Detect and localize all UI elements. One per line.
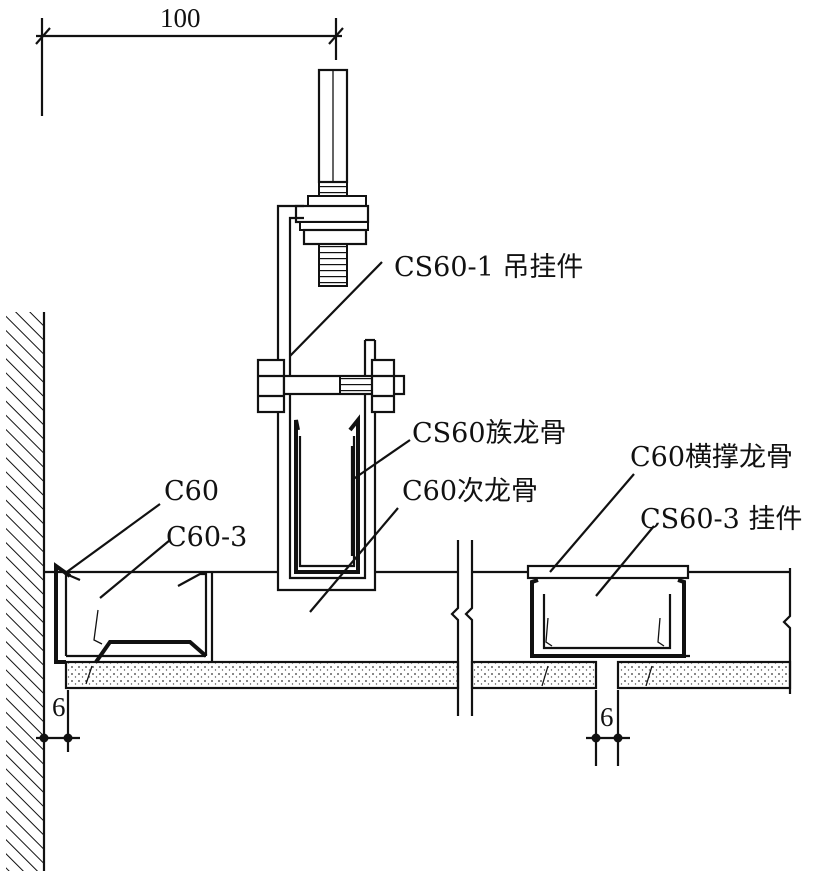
top-dimension — [35, 18, 344, 116]
bracket-bolt — [256, 358, 406, 414]
main-keel-label: CS60族龙骨 — [412, 418, 567, 449]
wall-gap-label: 6 — [52, 692, 66, 722]
gypsum-board — [64, 660, 792, 690]
cs60-main-keel — [294, 414, 360, 574]
leader-lines — [63, 261, 655, 613]
wall-gap-dimension — [36, 690, 80, 752]
top-dimension-label: 100 — [160, 3, 201, 33]
c60-edge-keel — [54, 562, 208, 685]
threaded-rod — [317, 68, 349, 287]
panel-gap-dimension — [586, 690, 630, 766]
ceiling-plane — [44, 570, 790, 662]
c60-cross-keel — [526, 564, 690, 687]
secondary-keel-label: C60次龙骨 — [402, 476, 538, 507]
hanger-label: CS60-1 吊挂件 — [394, 252, 583, 283]
rod-nuts — [294, 195, 370, 246]
edge-keel-label: C60 — [164, 476, 219, 507]
break-lines — [450, 540, 792, 716]
cross-clip-label: CS60-3 挂件 — [640, 504, 802, 535]
edge-clip-label: C60-3 — [166, 522, 247, 553]
wall — [6, 312, 46, 871]
cross-keel-label: C60横撑龙骨 — [630, 442, 793, 473]
panel-gap-label: 6 — [600, 702, 614, 732]
hanger-bracket — [276, 204, 377, 592]
